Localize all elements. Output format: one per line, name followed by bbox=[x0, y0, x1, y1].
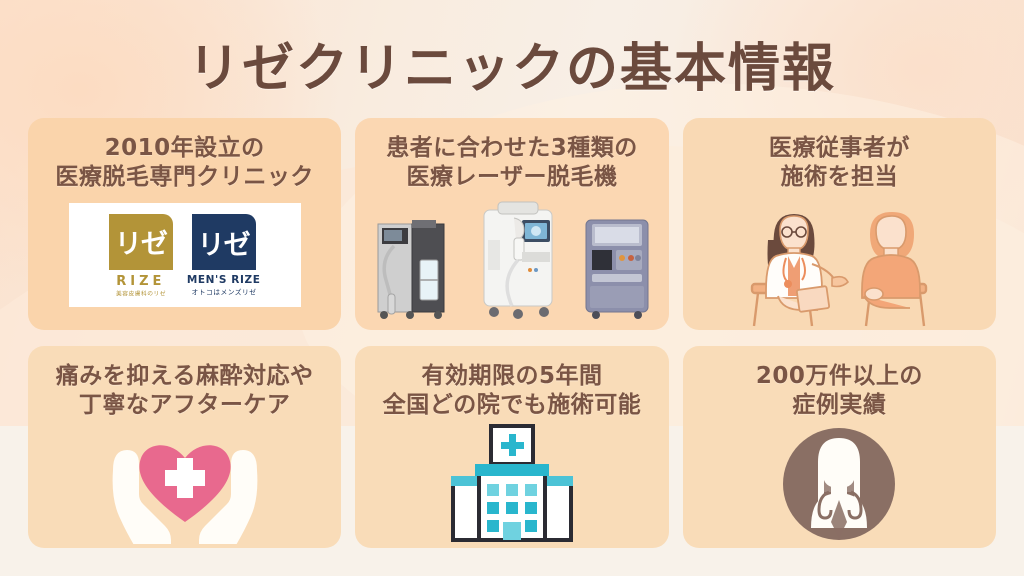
laser-machine-dark-icon bbox=[377, 220, 445, 320]
card-established: 2010年設立の 医療脱毛専門クリニック リゼ RIZE 美容皮膚科のリゼ リゼ… bbox=[28, 118, 342, 330]
card-established-title: 2010年設立の 医療脱毛専門クリニック bbox=[55, 135, 314, 191]
card-lasers: 患者に合わせた3種類の 医療レーザー脱毛機 bbox=[355, 118, 669, 330]
mens-rize-logo-tagline: オトコはメンズリゼ bbox=[191, 289, 257, 298]
rize-logo-wordmark: RIZE bbox=[116, 273, 166, 289]
heart-in-hands-icon bbox=[112, 445, 258, 545]
rize-logo-panel: リゼ RIZE 美容皮膚科のリゼ リゼ MEN'S RIZE オトコはメンズリゼ bbox=[68, 203, 301, 308]
mens-rize-logo: リゼ MEN'S RIZE オトコはメンズリゼ bbox=[186, 214, 261, 298]
consultation-illustration-wrap bbox=[683, 200, 996, 330]
card-nationwide-title: 有効期限の5年間 全国どの院でも施術可能 bbox=[382, 363, 642, 419]
laser-machine-blue-icon bbox=[585, 219, 649, 320]
card-cases-art bbox=[683, 420, 996, 548]
card-staff: 医療従事者が 施術を担当 bbox=[682, 118, 996, 330]
mens-rize-logo-mark: リゼ bbox=[191, 214, 256, 271]
rize-logo-tagline: 美容皮膚科のリゼ bbox=[115, 291, 166, 298]
mens-rize-logo-wordmark: MEN'S RIZE bbox=[186, 274, 261, 287]
card-lasers-art bbox=[355, 192, 668, 330]
card-cases-title: 200万件以上の 症例実績 bbox=[755, 363, 923, 419]
card-nationwide: 有効期限の5年間 全国どの院でも施術可能 bbox=[355, 346, 669, 548]
card-established-art: リゼ RIZE 美容皮膚科のリゼ リゼ MEN'S RIZE オトコはメンズリゼ bbox=[28, 192, 341, 330]
card-anesthesia-title: 痛みを抑える麻酔対応や 丁寧なアフターケア bbox=[55, 363, 314, 419]
rize-logo-mark: リゼ bbox=[108, 213, 173, 270]
card-lasers-title: 患者に合わせた3種類の 医療レーザー脱毛機 bbox=[386, 135, 638, 191]
doctor-patient-consultation-icon bbox=[751, 212, 928, 327]
hospital-building-icon bbox=[450, 424, 573, 543]
card-staff-art bbox=[683, 192, 996, 330]
cards-grid: 2010年設立の 医療脱毛専門クリニック リゼ RIZE 美容皮膚科のリゼ リゼ… bbox=[28, 118, 996, 548]
card-anesthesia: 痛みを抑える麻酔対応や 丁寧なアフターケア bbox=[28, 346, 342, 548]
laser-machine-white-icon bbox=[483, 201, 553, 320]
rize-logo: リゼ RIZE 美容皮膚科のリゼ bbox=[108, 213, 173, 298]
laser-machines-group bbox=[370, 196, 654, 320]
doctor-avatar-icon bbox=[783, 428, 896, 541]
card-staff-title: 医療従事者が 施術を担当 bbox=[768, 135, 910, 191]
card-anesthesia-art bbox=[28, 420, 341, 548]
card-cases: 200万件以上の 症例実績 bbox=[682, 346, 996, 548]
card-nationwide-art bbox=[355, 420, 668, 548]
page-title: リゼクリニックの基本情報 bbox=[187, 39, 836, 99]
